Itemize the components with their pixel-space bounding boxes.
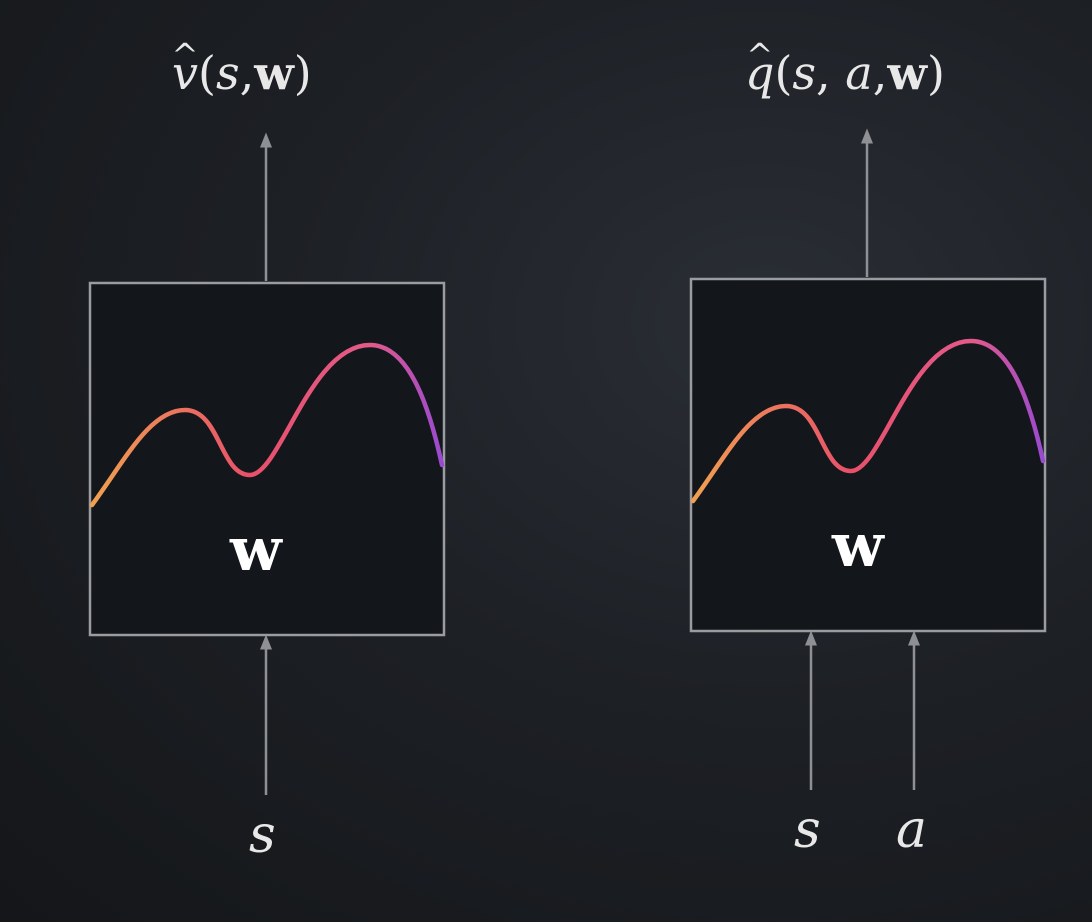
left-output-weights: w [254, 46, 294, 100]
right-param-label: w [832, 511, 884, 581]
right-output-separator-1: , [816, 46, 846, 100]
right-function-curve [690, 338, 1046, 504]
right-output-function-symbol: q [745, 46, 774, 100]
right-function-box [689, 277, 1047, 633]
right-output-label: q(s, a,w) [745, 46, 945, 100]
right-output-weights: w [887, 46, 927, 100]
right-input-label-s: s [794, 800, 821, 860]
right-output-open-paren: ( [774, 46, 793, 100]
right-output-close-paren: ) [926, 46, 945, 100]
left-output-label: v(s,w) [172, 46, 312, 100]
right-approximator [689, 128, 1047, 790]
left-function-box [88, 281, 446, 637]
left-output-function-symbol: v [172, 46, 198, 100]
left-output-state: s [215, 46, 240, 100]
left-input-label-s: s [249, 805, 276, 865]
left-output-separator: , [239, 46, 255, 100]
right-output-action: a [845, 46, 873, 100]
left-function-curve [89, 342, 445, 508]
right-output-separator-2: , [872, 46, 888, 100]
right-input-label-a: a [896, 800, 928, 860]
left-param-label: w [230, 515, 282, 585]
right-output-state: s [792, 46, 817, 100]
left-output-close-paren: ) [293, 46, 312, 100]
left-output-open-paren: ( [198, 46, 216, 100]
left-approximator [88, 132, 446, 795]
